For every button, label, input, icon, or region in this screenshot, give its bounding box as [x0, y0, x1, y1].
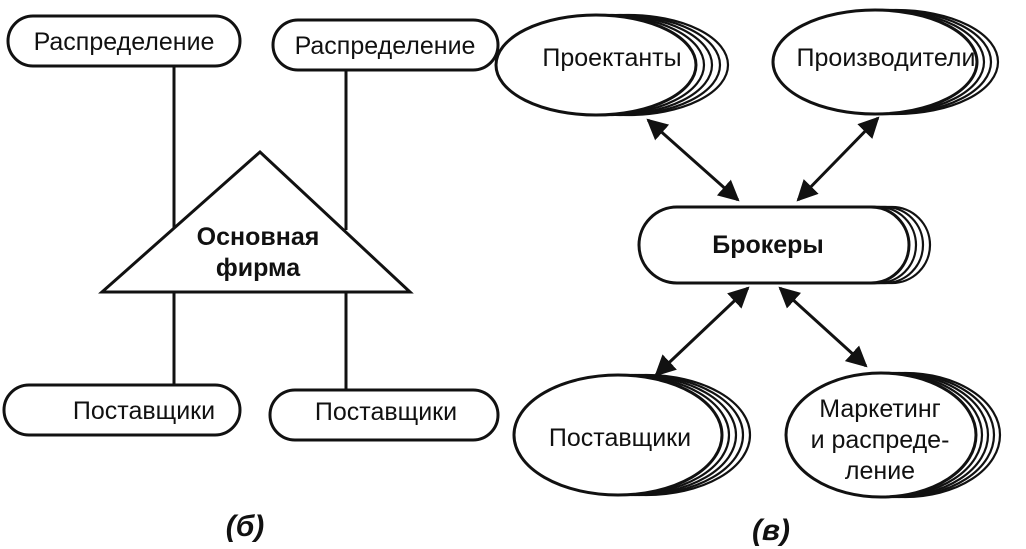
diagram-b: Распределение Распределение Основная фир… [2, 14, 500, 543]
distribution-box-left [6, 14, 242, 68]
arrow-designers-brokers [646, 118, 740, 202]
core-firm-triangle [98, 149, 414, 294]
producers-label: Производители [797, 44, 976, 72]
brokers-label: Брокеры [712, 231, 824, 259]
designers-node: Проектанты [494, 13, 730, 117]
marketing-distribution-node: Маркетинг и распреде- ление [784, 371, 1002, 499]
core-firm-label-line1: Основная [197, 223, 320, 251]
distribution-label-right: Распределение [295, 32, 476, 60]
designers-label: Проектанты [542, 44, 681, 72]
suppliers-box-right [268, 388, 500, 442]
arrow-brokers-suppliers [654, 286, 750, 377]
distribution-box-right [271, 18, 500, 72]
caption-v: (в) [752, 514, 790, 547]
producers-node: Производители [771, 8, 1000, 116]
arrow-brokers-marketing [778, 286, 868, 368]
caption-b: (б) [226, 510, 265, 543]
suppliers-node: Поставщики [512, 373, 752, 497]
core-firm-label-line2: фирма [216, 254, 301, 282]
diagram-v: Проектанты Производители Брокеры Поставщ… [494, 8, 1002, 547]
suppliers-box-left [2, 383, 242, 437]
arrow-producers-brokers [796, 116, 880, 202]
suppliers-label-right: Поставщики [315, 398, 457, 426]
distribution-label-left: Распределение [34, 28, 215, 56]
marketing-label-line3: ление [845, 457, 915, 485]
marketing-label-line2: и распреде- [811, 426, 950, 454]
suppliers-label-left: Поставщики [73, 397, 215, 425]
marketing-label-line1: Маркетинг [819, 395, 941, 423]
brokers-node: Брокеры [637, 205, 932, 285]
suppliers-label: Поставщики [549, 424, 691, 452]
